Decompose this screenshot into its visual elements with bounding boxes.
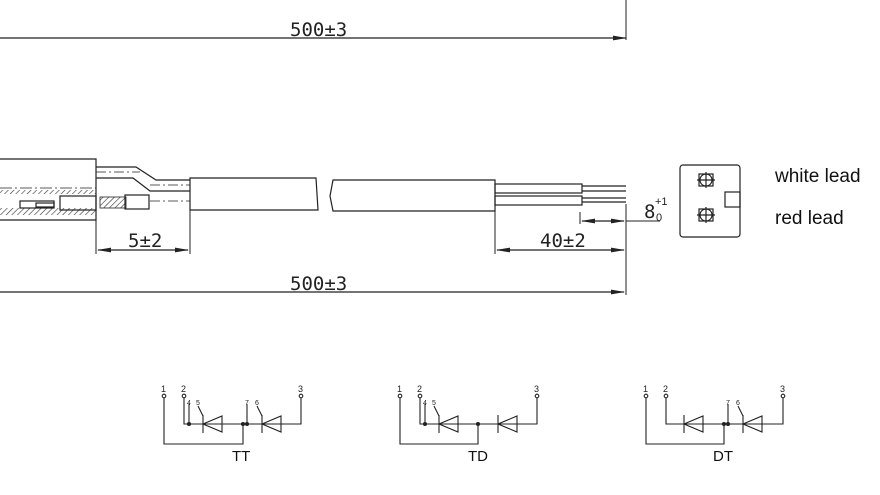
left-strip-label: 5±2 (128, 230, 162, 252)
pin-white-icon (697, 172, 715, 188)
schematic-tt-name: TT (232, 448, 250, 465)
svg-text:1: 1 (397, 384, 402, 394)
svg-text:4: 4 (187, 400, 191, 407)
svg-text:2: 2 (181, 384, 186, 394)
pin-red-icon (697, 207, 715, 223)
schematic-td-name: TD (468, 448, 488, 465)
svg-text:7: 7 (245, 400, 249, 407)
schematic-tt (161, 393, 304, 445)
svg-text:5: 5 (432, 400, 436, 407)
svg-text:2: 2 (417, 384, 422, 394)
schematic-td-labels: 1 2 4 5 3 TD (397, 384, 539, 465)
right-strip-label: 40±2 (540, 230, 586, 252)
svg-text:3: 3 (780, 384, 785, 394)
svg-text:5: 5 (196, 400, 200, 407)
svg-text:7: 7 (726, 400, 730, 407)
bottom-overall-label: 500±3 (290, 273, 347, 295)
wire-strip-label: 8 (644, 201, 655, 223)
schematic-dt (643, 393, 786, 445)
svg-text:3: 3 (534, 384, 539, 394)
wire-strip-tol-upper: +1 (655, 196, 668, 208)
svg-text:6: 6 (255, 400, 259, 407)
red-lead-label: red lead (775, 208, 844, 229)
svg-text:2: 2 (663, 384, 668, 394)
svg-text:3: 3 (298, 384, 303, 394)
schematic-dt-name: DT (713, 448, 733, 465)
top-overall-dimension: 500±3 (0, 0, 628, 41)
svg-text:6: 6 (736, 400, 740, 407)
top-overall-label: 500±3 (290, 19, 347, 41)
schematic-td (397, 393, 540, 445)
wire-strip-dimension: 8 +1 0 (579, 196, 668, 224)
connector-face (679, 164, 741, 238)
svg-text:1: 1 (161, 384, 166, 394)
schematic-dt-labels: 1 2 7 6 3 DT (643, 384, 785, 465)
svg-text:4: 4 (423, 400, 427, 407)
schematic-tt-labels: 1 2 4 5 7 6 3 TT (161, 384, 303, 465)
cable-assembly (0, 158, 626, 221)
left-strip-dimension: 5±2 (95, 210, 191, 254)
right-strip-dimension: 40±2 (494, 204, 627, 295)
bottom-overall-dimension: 500±3 (0, 273, 626, 295)
white-lead-label: white lead (774, 166, 861, 187)
wire-strip-tol-lower: 0 (656, 212, 662, 224)
svg-text:1: 1 (643, 384, 648, 394)
